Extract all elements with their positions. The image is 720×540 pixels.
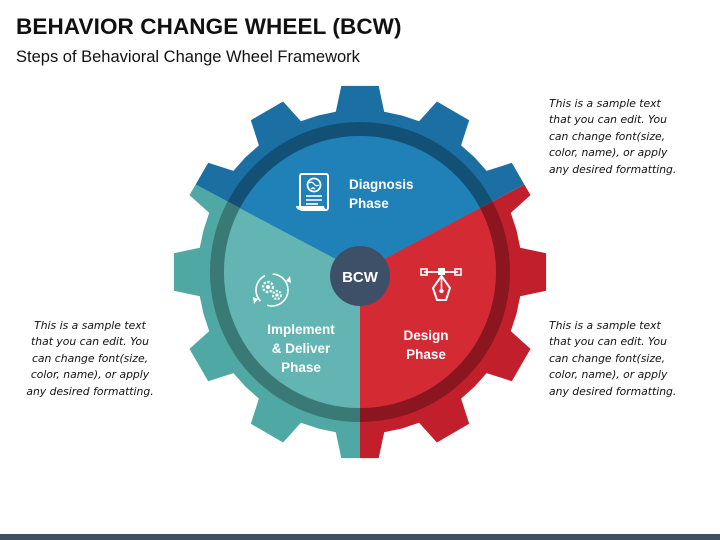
note-line: that you can edit. You xyxy=(31,335,149,349)
bottom-accent-bar xyxy=(0,534,720,540)
gears-cycle-icon xyxy=(253,273,291,307)
note-line: This is a sample text xyxy=(34,319,146,332)
note-line: any desired formatting. xyxy=(549,162,677,176)
note-line: can change font(size, xyxy=(31,351,149,365)
pen-tool-icon xyxy=(420,268,462,301)
note-bottom-right: This is a sample text that you can edit.… xyxy=(549,318,709,400)
note-line: color, name), or apply xyxy=(549,146,668,160)
diagnosis-label-line2: Phase xyxy=(349,196,389,211)
note-line: color, name), or apply xyxy=(549,368,668,382)
gear-ring xyxy=(210,122,510,422)
design-label-line1: Design xyxy=(403,328,448,343)
note-line: color, name), or apply xyxy=(30,368,150,382)
note-line: any desired formatting. xyxy=(26,384,154,398)
implement-label-line3: Phase xyxy=(281,360,321,375)
implement-segment[interactable] xyxy=(224,208,360,408)
note-bottom-left: This is a sample text that you can edit.… xyxy=(10,318,170,400)
note-line: This is a sample text xyxy=(549,97,661,110)
diagnosis-label-line1: Diagnosis xyxy=(349,177,414,192)
center-hub[interactable] xyxy=(330,246,390,306)
center-label: BCW xyxy=(342,269,379,286)
diagnosis-segment[interactable] xyxy=(239,136,481,272)
note-line: any desired formatting. xyxy=(549,384,677,398)
implement-label-line2: & Deliver xyxy=(272,341,331,356)
page-subtitle: Steps of Behavioral Change Wheel Framewo… xyxy=(16,48,360,66)
implement-label-line1: Implement xyxy=(267,322,335,337)
note-line: can change font(size, xyxy=(549,129,666,143)
note-line: can change font(size, xyxy=(549,351,666,365)
design-label-line2: Phase xyxy=(406,347,446,362)
document-globe-icon xyxy=(296,173,329,211)
page-title: BEHAVIOR CHANGE WHEEL (BCW) xyxy=(16,14,402,39)
note-line: This is a sample text xyxy=(549,319,661,332)
note-top-right: This is a sample text that you can edit.… xyxy=(549,96,709,178)
note-line: that you can edit. You xyxy=(549,335,667,349)
note-line: that you can edit. You xyxy=(549,113,667,127)
design-segment[interactable] xyxy=(360,208,496,408)
